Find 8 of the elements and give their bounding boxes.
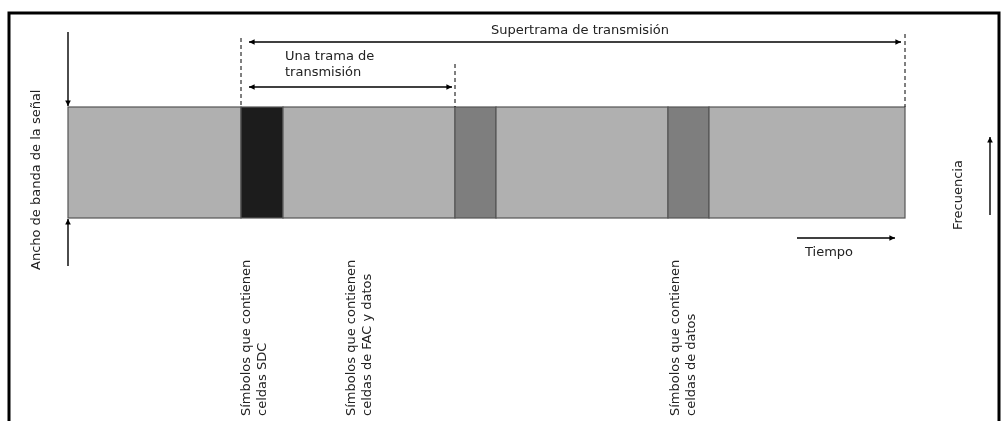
dimension-label: Supertrama de transmisión	[490, 22, 670, 38]
annotation-text: Símbolos que contienen celdas de datos	[667, 258, 699, 416]
axis-label: Ancho de banda de la señal	[28, 88, 44, 270]
axis-label: Frecuencia	[950, 159, 966, 230]
annotation-text: Símbolos que contienen celdas de FAC y datos	[343, 258, 375, 416]
dimension-label: Una trama de transmisión	[285, 48, 376, 80]
annotation-text: Símbolos que contienen celdas SDC	[238, 258, 270, 416]
axis-label: Tiempo	[805, 244, 855, 260]
